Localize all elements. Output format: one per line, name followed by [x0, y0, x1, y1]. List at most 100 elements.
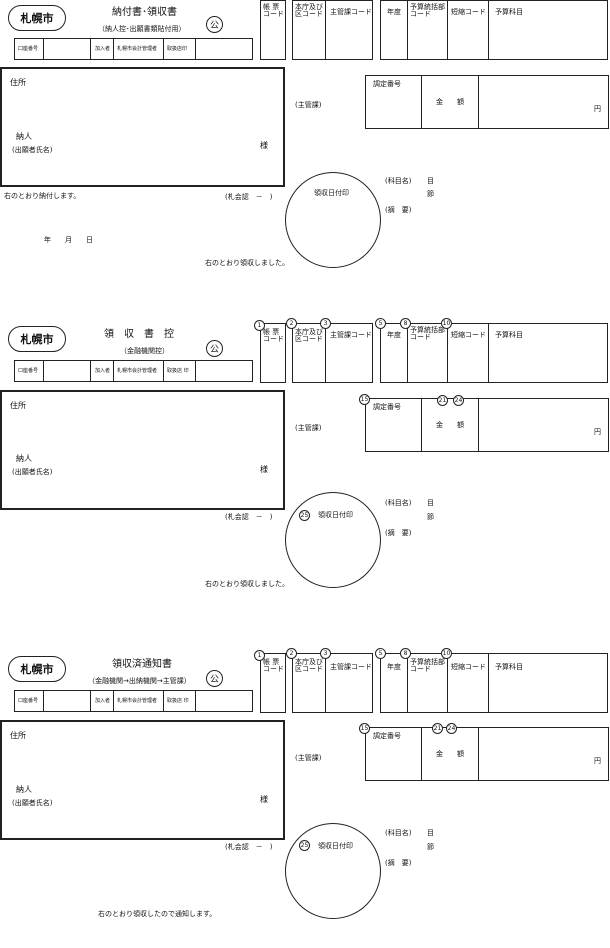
payer-label: 納人 [16, 132, 32, 141]
paid-statement: 右のとおり納付します。 [4, 192, 81, 200]
field-number-8: 8 [400, 318, 411, 329]
receipt-stamp-circle [285, 492, 381, 588]
code-box-budget: 年度 予算統括部 コード 短縮コード 予算科目 [380, 323, 608, 383]
official-seal-icon: 公 [206, 670, 223, 687]
kamoku-label: (科目名) [385, 177, 412, 185]
form-title: 領収済通知書 [112, 659, 172, 670]
handling-label: 取扱店 印 [167, 698, 189, 704]
code-box-group: 本庁及び 区コード 主管課コード [292, 323, 373, 383]
code-box-voucher: 帳 票 コード [260, 323, 286, 383]
field-number-2: 2 [286, 318, 297, 329]
field-number-5: 5 [375, 648, 386, 659]
account-row: 口座番号 加入者 札幌市会計管理者 取扱店印 [14, 38, 253, 60]
section-receipt-copy: 札幌市 領 収 書 控 （金融機関控） 公 口座番号 加入者 札幌市会計管理者 … [0, 318, 610, 620]
section-payment-slip: 札幌市 納付書･領収書 （納人控･出願書類貼付用） 公 口座番号 加入者 札幌市… [0, 0, 610, 300]
setsu-label: 節 [427, 513, 434, 521]
field-number-15: 15 [359, 723, 370, 734]
account-row: 口座番号 加入者 札幌市会計管理者 取扱店 印 [14, 690, 253, 712]
address-label: 住所 [10, 78, 26, 87]
yen-label: 円 [594, 757, 601, 765]
treasurer-label: 札幌市会計管理者 [117, 368, 158, 374]
assess-amount-box: 調定番号 金 額 円 [365, 75, 609, 129]
account-number-label: 口座番号 [18, 698, 39, 704]
honorific: 様 [260, 465, 268, 474]
field-number-5: 5 [375, 318, 386, 329]
field-number-10: 10 [441, 648, 452, 659]
address-box: 住所 納人 (出願者氏名) 様 [0, 720, 285, 840]
assess-amount-box: 調定番号 金 額 円 [365, 727, 609, 781]
form-subtitle: （納人控･出願書類貼付用） [98, 25, 186, 33]
field-number-1: 1 [254, 320, 265, 331]
field-number-10: 10 [441, 318, 452, 329]
address-label: 住所 [10, 401, 26, 410]
moku-label: 目 [427, 829, 434, 837]
main-dept-label: (主管課) [295, 424, 322, 432]
field-number-15: 15 [359, 394, 370, 405]
receipt-stamp-label: 領収日付印 [314, 189, 349, 197]
assess-number-label: 調定番号 [373, 80, 401, 88]
kamoku-label: (科目名) [385, 829, 412, 837]
received-statement: 右のとおり領収しました。 [205, 259, 289, 267]
field-number-24: 24 [453, 395, 464, 406]
field-number-21: 21 [437, 395, 448, 406]
setsu-label: 節 [427, 843, 434, 851]
main-dept-label: (主管課) [295, 101, 322, 109]
yen-label: 円 [594, 428, 601, 436]
receipt-stamp-label: 領収日付印 [318, 511, 353, 519]
kamoku-label: (科目名) [385, 499, 412, 507]
date-label: 年 月 日 [44, 236, 93, 244]
subscriber-label: 加入者 [95, 698, 111, 704]
honorific: 様 [260, 141, 268, 150]
address-box: 住所 納人 (出願者氏名) 様 [0, 390, 285, 510]
treasurer-label: 札幌市会計管理者 [117, 698, 158, 704]
handling-label: 取扱店 印 [167, 368, 189, 374]
official-seal-icon: 公 [206, 340, 223, 357]
amount-label: 金 額 [436, 98, 464, 106]
code-box-group: 本庁及び 区コード 主管課コード [292, 0, 373, 60]
amount-label: 金 額 [436, 421, 464, 429]
sapporo-logo: 札幌市 [8, 326, 66, 352]
subscriber-label: 加入者 [95, 46, 111, 52]
field-number-8: 8 [400, 648, 411, 659]
payer-sub-label: (出願者氏名) [12, 799, 53, 807]
subscriber-label: 加入者 [95, 368, 111, 374]
tekiyo-label: (摘 要) [385, 859, 412, 867]
amount-label: 金 額 [436, 750, 464, 758]
field-number-3: 3 [320, 318, 331, 329]
section-receipt-notice: 札幌市 領収済通知書 （金融機関→出納機関→主管課） 公 口座番号 加入者 札幌… [0, 648, 610, 948]
code-box-group: 本庁及び 区コード 主管課コード [292, 653, 373, 713]
treasurer-label: 札幌市会計管理者 [117, 46, 158, 52]
code-box-budget: 年度 予算統括部 コード 短縮コード 予算科目 [380, 653, 608, 713]
moku-label: 目 [427, 177, 434, 185]
kaikei-label: (札会認 － ) [225, 843, 273, 851]
honorific: 様 [260, 795, 268, 804]
main-dept-label: (主管課) [295, 754, 322, 762]
code-box-voucher: 帳 票 コード [260, 0, 286, 60]
receipt-stamp-circle [285, 172, 381, 268]
tekiyo-label: (摘 要) [385, 529, 412, 537]
kaikei-label: (札会認 － ) [225, 513, 273, 521]
address-label: 住所 [10, 731, 26, 740]
receipt-stamp-label: 領収日付印 [318, 842, 353, 850]
receipt-stamp-circle [285, 823, 381, 919]
official-seal-icon: 公 [206, 16, 223, 33]
assess-amount-box: 調定番号 金 額 円 [365, 398, 609, 452]
kaikei-label: (札会認 － ) [225, 193, 273, 201]
field-number-2: 2 [286, 648, 297, 659]
account-number-label: 口座番号 [18, 368, 39, 374]
form-subtitle: （金融機関控） [120, 347, 169, 355]
field-number-3: 3 [320, 648, 331, 659]
sapporo-logo: 札幌市 [8, 5, 66, 31]
code-box-budget: 年度 予算統括部 コード 短縮コード 予算科目 [380, 0, 608, 60]
field-number-1: 1 [254, 650, 265, 661]
field-number-25: 25 [299, 840, 310, 851]
payer-sub-label: (出願者氏名) [12, 146, 53, 154]
address-box: 住所 納人 (出願者氏名) 様 [0, 67, 285, 187]
form-title: 領 収 書 控 [104, 329, 174, 340]
handling-label: 取扱店印 [167, 46, 188, 52]
assess-number-label: 調定番号 [373, 403, 401, 411]
yen-label: 円 [594, 105, 601, 113]
code-box-voucher: 帳 票 コード [260, 653, 286, 713]
setsu-label: 節 [427, 190, 434, 198]
payer-label: 納人 [16, 454, 32, 463]
